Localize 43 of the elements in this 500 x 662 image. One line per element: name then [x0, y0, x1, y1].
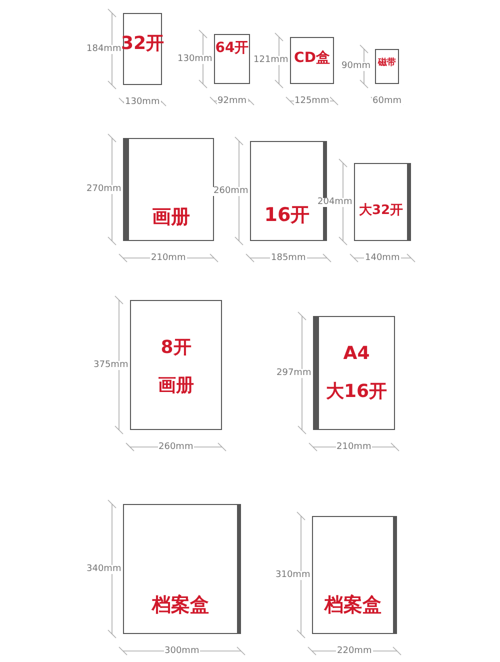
dimension-label: 130mm: [124, 98, 161, 106]
format-name: 磁带: [378, 58, 396, 68]
format-name: A4: [343, 345, 370, 363]
format-box: [123, 504, 241, 634]
format-box: [354, 163, 411, 241]
dimension-label: 140mm: [364, 254, 401, 262]
dimension-label: 310mm: [274, 570, 312, 580]
dimension-label: 297mm: [276, 368, 312, 378]
format-box: [214, 34, 250, 84]
dimension-label: 204mm: [316, 198, 354, 206]
dimension-label: 90mm: [340, 62, 372, 71]
dimension-label: 270mm: [86, 185, 122, 194]
format-name: 档案盒: [324, 596, 382, 614]
dimension-label: 260mm: [212, 186, 250, 196]
format-name: 64开: [215, 41, 249, 55]
format-name: 大32开: [358, 204, 404, 216]
dimension-label: 220mm: [336, 646, 373, 656]
format-name: 16开: [264, 206, 310, 224]
dimension-label: 130mm: [176, 54, 214, 64]
dimension-label: 121mm: [252, 56, 290, 65]
format-name: CD盒: [294, 51, 330, 65]
dimension-label: 92mm: [216, 96, 248, 106]
dimension-label: 260mm: [158, 442, 194, 452]
dimension-label: 375mm: [92, 360, 130, 370]
format-name: 档案盒: [152, 596, 209, 614]
dimension-label: 210mm: [336, 442, 372, 452]
dimension-label: 185mm: [270, 254, 307, 262]
format-name: 8开: [160, 339, 192, 357]
dimension-label: 300mm: [164, 646, 200, 656]
format-name: 大16开: [326, 383, 388, 401]
format-name: 画册: [152, 208, 190, 226]
format-box: [130, 300, 222, 430]
format-box: [312, 516, 397, 634]
format-name: 画册: [158, 377, 194, 395]
dimension-label: 125mm: [294, 96, 330, 106]
format-box: [375, 49, 399, 84]
format-box: [313, 316, 395, 430]
dimension-label: 210mm: [150, 254, 187, 262]
dimension-label: 340mm: [86, 564, 122, 574]
format-box: [290, 37, 334, 84]
dimension-label: 184mm: [86, 44, 122, 54]
dimension-label: 60mm: [372, 96, 402, 106]
format-box: [123, 138, 214, 241]
